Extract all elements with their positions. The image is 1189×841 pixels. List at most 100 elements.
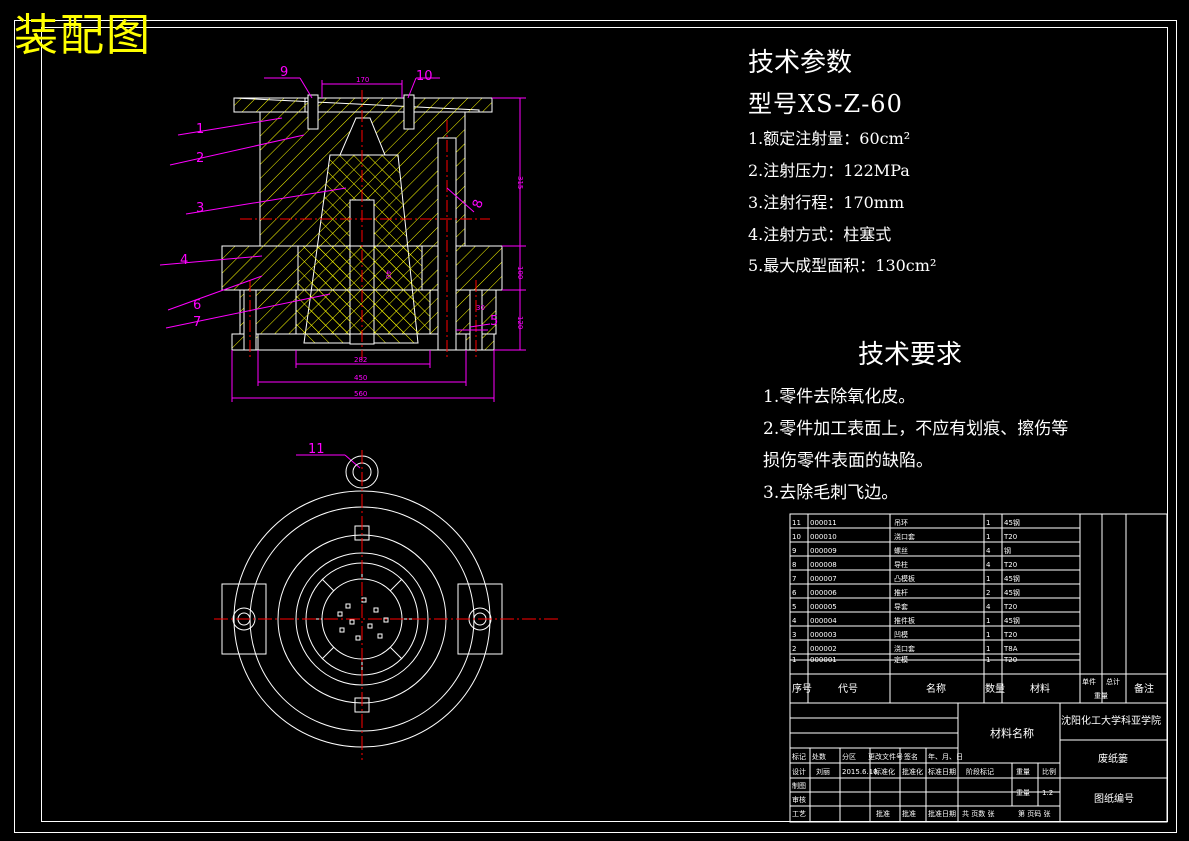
tb-label: 更改文件号 <box>868 752 903 761</box>
bom-cell: 推杆 <box>894 588 908 597</box>
bom-cell: 1 <box>986 656 990 664</box>
tb-design: 设计 <box>792 767 806 776</box>
bom-cell: 000004 <box>810 617 837 625</box>
requirement-item: 3.去除毛刺飞边。 <box>763 483 899 503</box>
bom-cell: T20 <box>1003 603 1017 611</box>
requirement-item: 2.零件加工表面上，不应有划痕、擦伤等 <box>763 419 1069 439</box>
bom-cell: 000002 <box>810 645 837 653</box>
callout-1: 1 <box>196 122 204 137</box>
tb-scale: 比例 <box>1042 767 1056 776</box>
bom-cell: 000005 <box>810 603 837 611</box>
tb-weight-2: 重量 <box>1016 789 1030 797</box>
bom-cell: 000001 <box>810 656 837 664</box>
requirements-title: 技术要求 <box>858 340 963 370</box>
drawing-title: 装配图 <box>14 10 152 61</box>
bom-cell: 4 <box>792 617 797 625</box>
bom-cell: 000010 <box>810 533 837 541</box>
titleblock-school: 沈阳化工大学科亚学院 <box>1061 714 1161 727</box>
tb-design: 刘丽 <box>816 767 830 776</box>
tb-design: 批准化 <box>902 767 923 776</box>
bom-cell: 8 <box>792 561 796 569</box>
requirement-item: 损伤零件表面的缺陷。 <box>763 451 933 471</box>
bom-cell: 3 <box>792 631 796 639</box>
bom-cell: 1 <box>986 617 990 625</box>
spec-item: 4.注射方式：柱塞式 <box>748 225 892 244</box>
callout-11: 11 <box>308 442 325 457</box>
bom-header-code: 代号 <box>838 683 858 695</box>
dim-d3: 560 <box>354 390 367 398</box>
bom-cell: 45钢 <box>1004 574 1020 583</box>
bom-header-material: 材料 <box>1030 682 1050 695</box>
bom-cell: 1 <box>986 575 990 583</box>
bom-cell: 000008 <box>810 561 837 569</box>
bom-cell: T20 <box>1003 533 1017 541</box>
bom-cell: T8A <box>1003 645 1018 653</box>
dim-h1: 315 <box>516 176 524 189</box>
tb-label: 签名 <box>904 752 918 761</box>
bom-cell: 000007 <box>810 575 837 583</box>
bom-cell: 导套 <box>894 602 908 611</box>
spec-item: 5.最大成型面积：130cm² <box>748 256 937 275</box>
bom-cell: 凹模 <box>894 630 908 639</box>
callout-5: 5 <box>490 314 498 329</box>
bom-header-name: 名称 <box>926 682 946 695</box>
titleblock-drawing-no: 图纸编号 <box>1094 792 1134 805</box>
tb-sheets: 共 页数 张 <box>962 809 994 818</box>
tb-design: 2015.6.10 <box>842 768 878 776</box>
bom-cell: T20 <box>1003 631 1017 639</box>
bom-cell: 000003 <box>810 631 837 639</box>
tb-design: 标准化 <box>874 767 895 776</box>
requirement-item: 1.零件去除氧化皮。 <box>763 387 916 407</box>
tb-bottom: 批准 <box>876 809 890 818</box>
tb-label: 分区 <box>842 752 856 761</box>
titleblock-material-name: 材料名称 <box>990 726 1034 740</box>
bom-cell: 浇口套 <box>894 532 915 541</box>
leader-lines <box>159 77 491 469</box>
bom-cell: 凸模板 <box>894 574 915 583</box>
callout-6: 6 <box>193 298 201 313</box>
callout-9: 9 <box>280 65 288 80</box>
bom-cell: 2 <box>792 645 796 653</box>
callout-3: 3 <box>196 201 204 216</box>
bom-cell: 4 <box>986 547 991 555</box>
bom-header-total: 总计 <box>1106 677 1120 686</box>
tb-bottom: 批准日期 <box>928 809 956 818</box>
dim-d2: 450 <box>354 374 367 382</box>
tb-label: 标记 <box>792 752 806 761</box>
callout-2: 2 <box>196 151 204 166</box>
dim-d1: 282 <box>354 356 367 364</box>
tb-sheet-no: 第 页码 张 <box>1018 809 1050 818</box>
bom-cell: 1 <box>986 533 990 541</box>
tb-design: 标准日期 <box>928 767 956 776</box>
bom-cell: 45钢 <box>1004 518 1020 527</box>
bom-cell: 4 <box>986 603 991 611</box>
bom-cell: 螺丝 <box>894 546 908 555</box>
bom-cell: 2 <box>986 589 990 597</box>
bom-header-unit: 单件 <box>1082 677 1096 686</box>
tb-stage: 阶段标记 <box>966 767 994 776</box>
bom-header-seq: 序号 <box>792 682 812 695</box>
bom-cell: 定模 <box>894 655 908 664</box>
dim-h4: 40 <box>384 270 392 279</box>
callout-7: 7 <box>193 315 201 330</box>
bom-cell: 10 <box>792 533 801 541</box>
callout-4: 4 <box>180 253 188 268</box>
spec-item: 2.注射压力：122MPa <box>748 161 910 180</box>
bom-header-qty: 数量 <box>985 682 1005 695</box>
spec-model: 型号XS-Z-60 <box>748 90 903 118</box>
tb-left: 审核 <box>792 795 806 804</box>
bom-cell: 钢 <box>1004 546 1011 555</box>
spec-title: 技术参数 <box>748 48 853 78</box>
spec-item: 3.注射行程：170mm <box>748 193 905 212</box>
bom-cell: 1 <box>986 519 990 527</box>
bom-cell: 6 <box>792 589 797 597</box>
dim-h3: 120 <box>516 316 524 329</box>
bom-cell: T20 <box>1003 656 1017 664</box>
tb-weight: 重量 <box>1016 768 1030 776</box>
bom-cell: 5 <box>792 603 796 611</box>
dimension-lines <box>231 80 526 402</box>
bom-cell: 吊环 <box>894 519 908 527</box>
inner-frame <box>41 27 1168 822</box>
bom-cell: 000006 <box>810 589 837 597</box>
